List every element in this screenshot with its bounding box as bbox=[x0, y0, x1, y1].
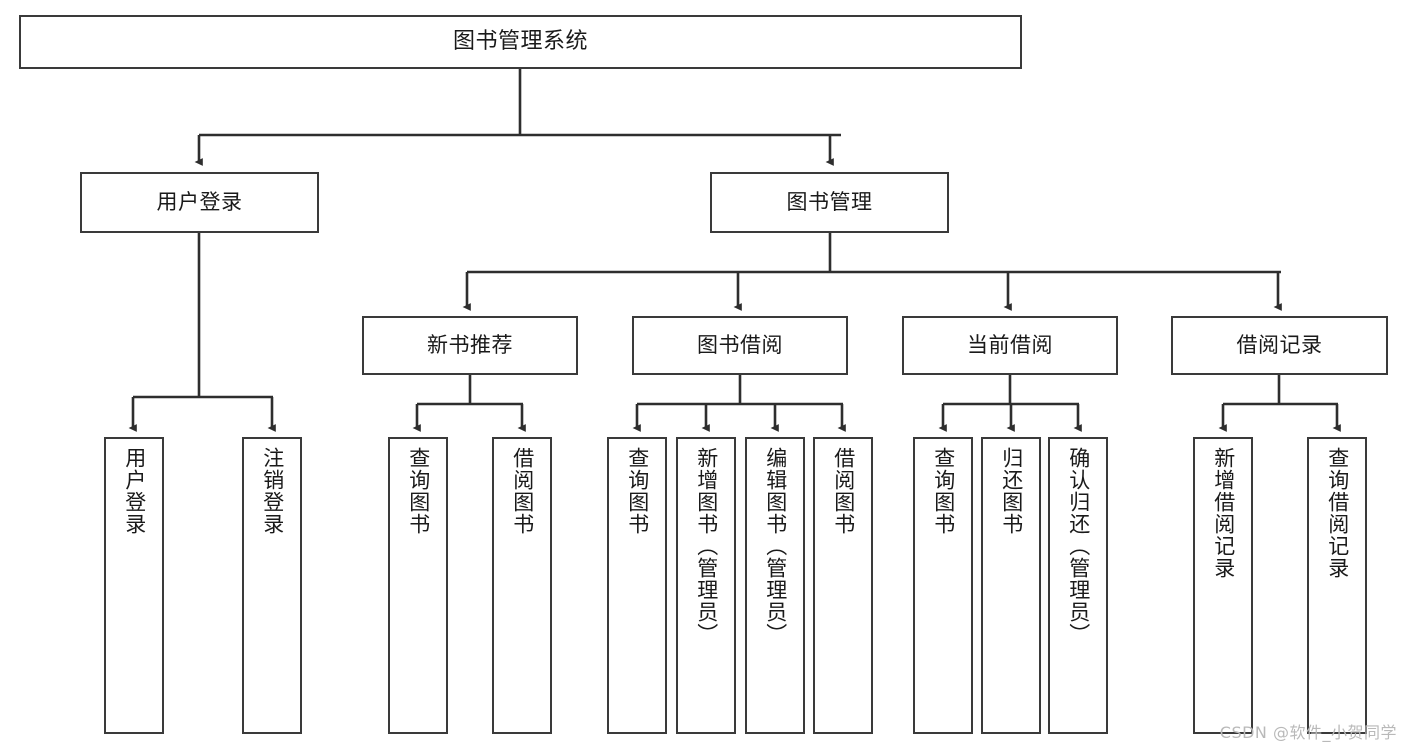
leaf-record-add[interactable]: 新增借阅记录 bbox=[1193, 437, 1253, 734]
leaf-borrow-query-label: 查询图书 bbox=[625, 447, 650, 535]
leaf-new-book-query-label: 查询图书 bbox=[406, 447, 431, 535]
node-book-management-label: 图书管理 bbox=[786, 190, 873, 215]
leaf-borrow-borrow-book[interactable]: 借阅图书 bbox=[813, 437, 873, 734]
node-root[interactable]: 图书管理系统 bbox=[19, 15, 1022, 69]
node-new-book-recommend-label: 新书推荐 bbox=[427, 333, 513, 358]
leaf-current-confirm-return-label: 确认归还（管理员） bbox=[1066, 447, 1091, 645]
node-borrow-record[interactable]: 借阅记录 bbox=[1171, 316, 1388, 375]
node-book-management[interactable]: 图书管理 bbox=[710, 172, 949, 233]
leaf-borrow-edit-book-label: 编辑图书（管理员） bbox=[763, 447, 788, 645]
leaf-borrow-borrow-book-label: 借阅图书 bbox=[831, 447, 856, 535]
node-current-borrow-label: 当前借阅 bbox=[967, 333, 1053, 358]
leaf-borrow-add-book[interactable]: 新增图书（管理员） bbox=[676, 437, 736, 734]
leaf-current-return-label: 归还图书 bbox=[999, 447, 1024, 535]
node-root-label: 图书管理系统 bbox=[452, 29, 588, 55]
leaf-new-book-borrow[interactable]: 借阅图书 bbox=[492, 437, 552, 734]
leaf-user-login-signout-label: 注销登录 bbox=[260, 447, 285, 535]
node-book-borrow[interactable]: 图书借阅 bbox=[632, 316, 848, 375]
node-user-login-label: 用户登录 bbox=[156, 190, 243, 215]
leaf-record-query[interactable]: 查询借阅记录 bbox=[1307, 437, 1367, 734]
leaf-user-login-signin-label: 用户登录 bbox=[122, 447, 147, 535]
leaf-current-return[interactable]: 归还图书 bbox=[981, 437, 1041, 734]
leaf-borrow-query[interactable]: 查询图书 bbox=[607, 437, 667, 734]
node-current-borrow[interactable]: 当前借阅 bbox=[902, 316, 1118, 375]
node-book-borrow-label: 图书借阅 bbox=[697, 333, 783, 358]
leaf-user-login-signout[interactable]: 注销登录 bbox=[242, 437, 302, 734]
leaf-user-login-signin[interactable]: 用户登录 bbox=[104, 437, 164, 734]
leaf-current-query-label: 查询图书 bbox=[931, 447, 956, 535]
leaf-current-query[interactable]: 查询图书 bbox=[913, 437, 973, 734]
node-user-login[interactable]: 用户登录 bbox=[80, 172, 319, 233]
leaf-borrow-add-book-label: 新增图书（管理员） bbox=[694, 447, 719, 645]
node-borrow-record-label: 借阅记录 bbox=[1236, 333, 1323, 358]
watermark: CSDN @软件_小贺同学 bbox=[1219, 723, 1397, 742]
leaf-borrow-edit-book[interactable]: 编辑图书（管理员） bbox=[745, 437, 805, 734]
leaf-current-confirm-return[interactable]: 确认归还（管理员） bbox=[1048, 437, 1108, 734]
node-new-book-recommend[interactable]: 新书推荐 bbox=[362, 316, 578, 375]
leaf-record-query-label: 查询借阅记录 bbox=[1325, 447, 1350, 579]
leaf-record-add-label: 新增借阅记录 bbox=[1211, 447, 1236, 579]
leaf-new-book-borrow-label: 借阅图书 bbox=[510, 447, 535, 535]
leaf-new-book-query[interactable]: 查询图书 bbox=[388, 437, 448, 734]
